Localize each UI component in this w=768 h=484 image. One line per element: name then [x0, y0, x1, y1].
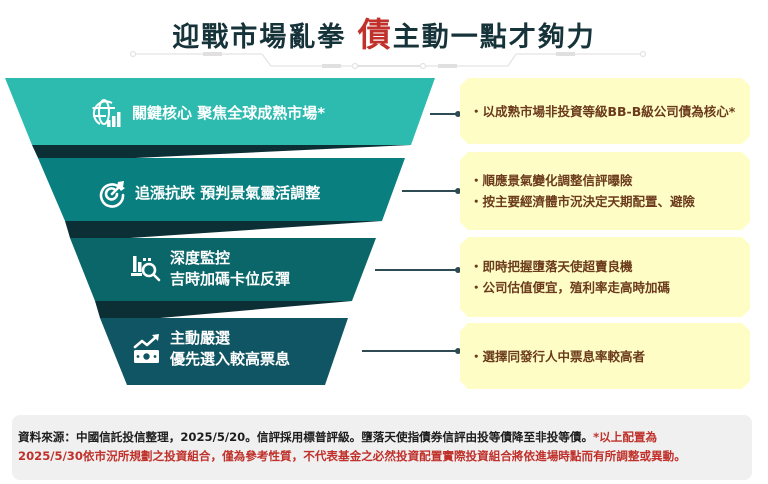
band-label-3: 深度監控 吉時加碼卡位反彈 [130, 248, 290, 290]
band-label-2-text: 追漲抗跌 預判景氣靈活調整 [135, 183, 321, 202]
footer-disclaimer-2: 2025/5/30依市況所規劃之投資組合，僅為參考性質，不代表基金之必然投資配置… [18, 449, 686, 463]
footer-source: 資料來源：中國信託投信整理，2025/5/20。信評採用標普評級。墮落天使指債券… [18, 430, 594, 444]
target-arrow-icon [99, 181, 125, 208]
money-trend-icon [133, 334, 159, 363]
band-label-4-line-2: 優先選入較高票息 [170, 350, 291, 368]
band-divider-3 [95, 301, 352, 318]
band-divider-2 [65, 221, 382, 238]
band-label-2: 追漲抗跌 預判景氣靈活調整 [97, 178, 320, 208]
note-box-1: ・以成熟市場非投資等級BB-B級公司債為核心* [460, 78, 750, 144]
note-4-item-1: ・選擇同發行人中票息率較高者 [470, 348, 646, 364]
band-label-4: 主動嚴選 優先選入較高票息 [132, 328, 290, 370]
title-decoration [129, 50, 647, 70]
band-label-1: 關鍵核心 聚焦全球成熟市場* [90, 98, 325, 128]
note-1-item-1: ・以成熟市場非投資等級BB-B級公司債為核心* [470, 103, 736, 119]
connector-4 [362, 348, 461, 354]
title-accent: 債 [357, 15, 393, 54]
footer-disclaimer-1: *以上配置為 [593, 430, 658, 444]
band-divider-1 [32, 145, 411, 158]
funnel-diagram [5, 78, 435, 385]
band-label-1-text: 關鍵核心 聚焦全球成熟市場* [132, 103, 326, 122]
band-label-3-line-2: 吉時加碼卡位反彈 [170, 270, 291, 288]
band-label-3-text: 深度監控 吉時加碼卡位反彈 [170, 248, 290, 290]
note-box-4: ・選擇同發行人中票息率較高者 [460, 323, 750, 389]
globe-chart-icon [92, 99, 121, 127]
connector-3 [375, 267, 461, 273]
title-part-2: 主動一點才夠力 [392, 22, 596, 53]
note-box-3: ・即時把握墮落天使超賣良機 ・公司估值便宜，殖利率走高時加碼 [460, 237, 750, 317]
footer-disclaimer: 資料來源：中國信託投信整理，2025/5/20。信評採用標普評級。墮落天使指債券… [12, 415, 752, 480]
funnel-band-4 [100, 318, 348, 385]
connector-1 [430, 111, 461, 117]
chart-magnifier-icon [131, 256, 161, 282]
connector-2 [402, 188, 461, 194]
title-part-1: 迎戰市場亂拳 [172, 22, 347, 53]
band-label-3-line-1: 深度監控 [170, 249, 231, 267]
note-2-item-1: ・順應景氣變化調整信評曝險 [470, 173, 633, 188]
funnel-band-1 [5, 78, 435, 145]
band-label-4-text: 主動嚴選 優先選入較高票息 [170, 328, 290, 370]
page-title: 迎戰市場亂拳 債主動一點才夠力 [0, 8, 768, 56]
funnel-band-2 [38, 158, 405, 221]
funnel-band-3 [70, 238, 376, 301]
note-box-2: ・順應景氣變化調整信評曝險 ・按主要經濟體市況決定天期配置、避險 [460, 152, 750, 230]
note-3-item-2: ・公司估值便宜，殖利率走高時加碼 [470, 280, 671, 295]
note-2-item-2: ・按主要經濟體市況決定天期配置、避險 [470, 194, 696, 209]
note-3-item-1: ・即時把握墮落天使超賣良機 [470, 259, 633, 274]
band-label-4-line-1: 主動嚴選 [170, 329, 231, 347]
